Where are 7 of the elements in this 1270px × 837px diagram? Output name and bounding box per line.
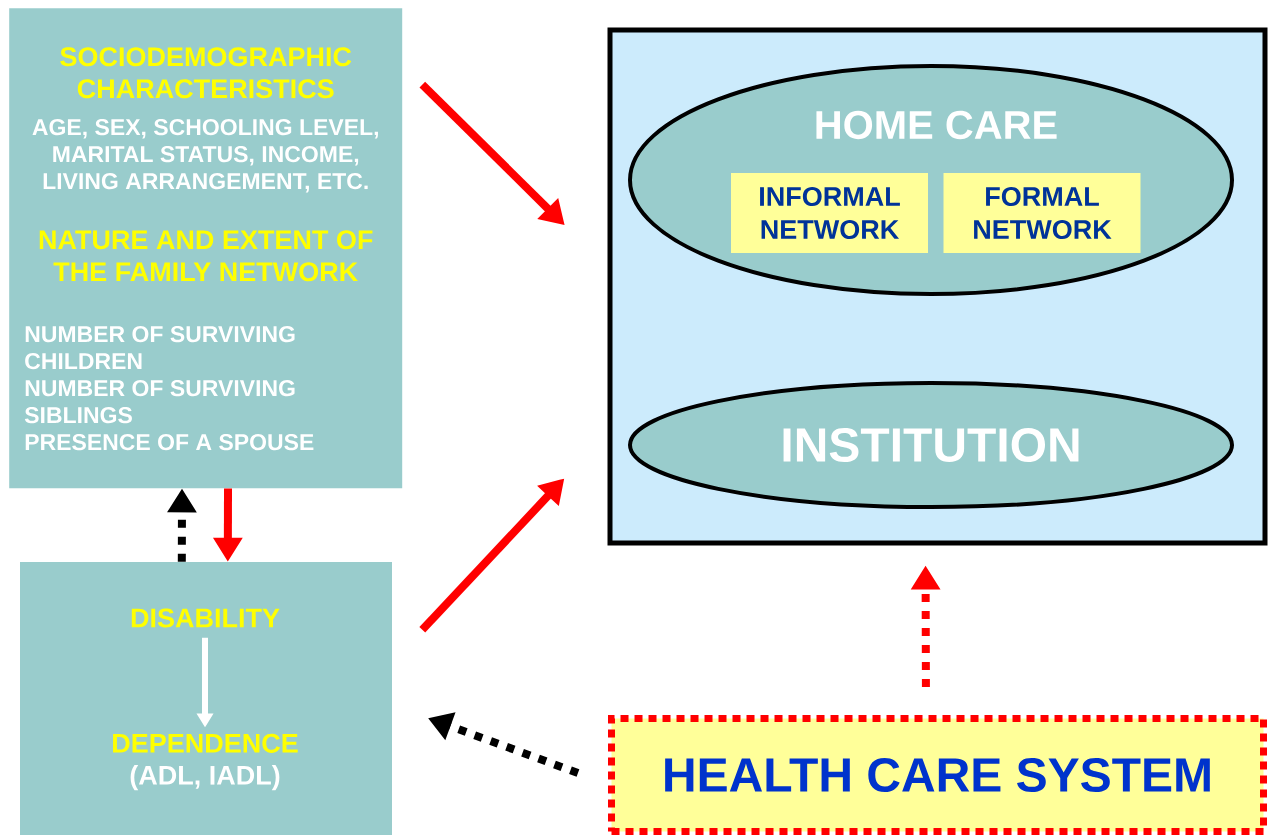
health-system-box: HEALTH CARE SYSTEM [608, 715, 1267, 835]
network-box: FORMAL NETWORK [943, 173, 1141, 253]
factor-box: SOCIODEMOGRAPHIC CHARACTERISTICS AGE, SEX, SCHOOLING LEVEL, MARITAL STATUS, INCOME, LIVING ARRANGEMENT, ETC. NATURE AND EXTENT OF THE FAMILY NETWORK NUMBER OF SURVIVING CHILDREN NUMBER OF SURVIVING SIBLINGS PRESENCE OF A SPOUSE [9, 8, 403, 489]
disability-label: DISABILITY [131, 608, 280, 628]
disability-box [20, 562, 392, 835]
dependence-label: DEPENDENCE (ADL, IADL) [113, 733, 298, 791]
network-box: INFORMAL NETWORK [731, 173, 928, 253]
